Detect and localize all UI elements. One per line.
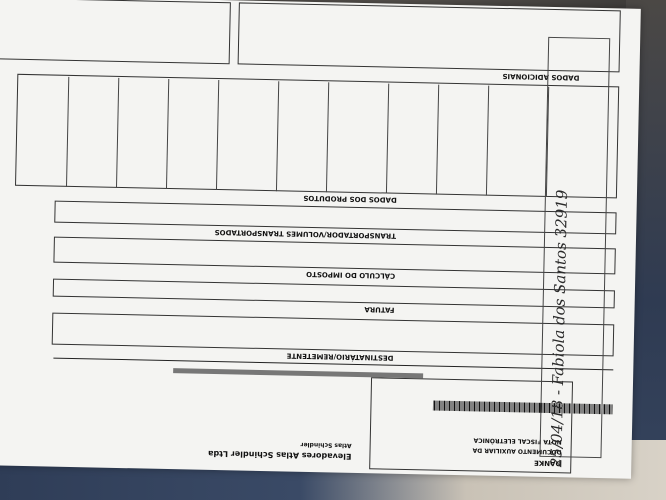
fatura-box — [52, 278, 615, 309]
key-bar — [173, 368, 424, 379]
section-transportador: TRANSPORTADOR/VOLUMES TRANSPORTADOS — [214, 227, 397, 240]
reservado-box — [0, 0, 231, 65]
company-short: Atlas Schindler — [300, 440, 352, 449]
handwritten-note: 25/04/18 - Fabiola dos Santos 32919 — [547, 189, 572, 468]
section-calculo: CÁLCULO DO IMPOSTO — [306, 269, 396, 280]
section-produtos: DADOS DOS PRODUTOS — [303, 193, 397, 204]
invoice-paper: DANKE DOCUMENTO AUXILIAR DA NOTA FISCAL … — [0, 0, 641, 479]
calculo-box — [53, 236, 616, 275]
destinatario-box — [51, 312, 615, 357]
transportador-box — [54, 200, 617, 235]
section-destinatario: DESTINATÁRIO/REMETENTE — [286, 351, 394, 362]
produtos-table — [15, 73, 620, 199]
sender-name: Elevadores Atlas Schindler Ltda — [207, 448, 352, 461]
section-fatura: FATURA — [364, 305, 395, 314]
